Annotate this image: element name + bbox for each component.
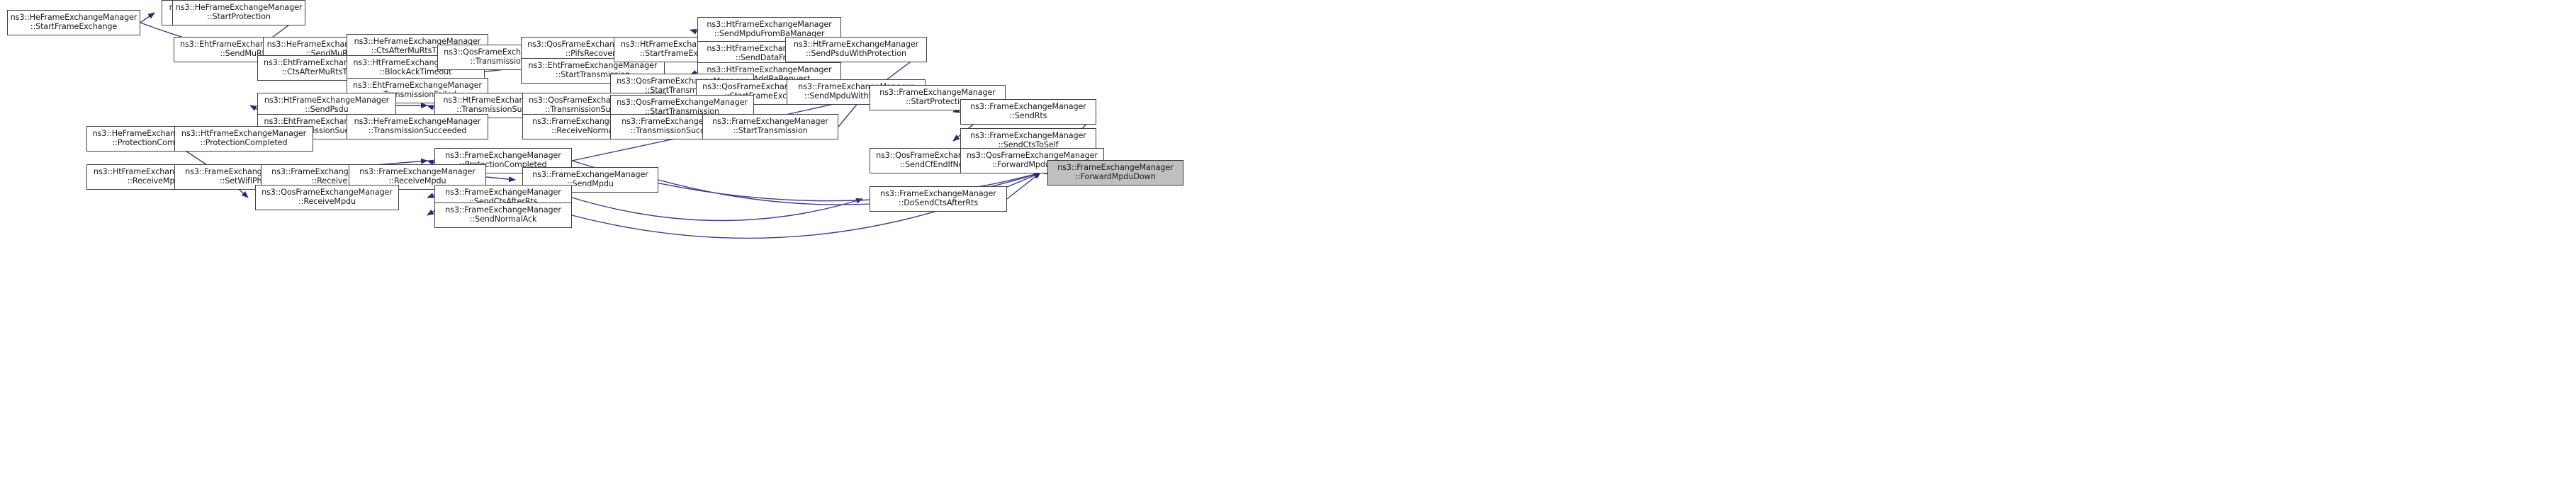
graph-node-label: ns3::FrameExchangeManager ::StartProtect… (879, 88, 996, 106)
graph-node[interactable]: ns3::HtFrameExchangeManager ::SendPsduWi… (785, 37, 927, 62)
graph-node-label: ns3::QosFrameExchangeManager ::StartTran… (617, 98, 748, 116)
graph-node-label: ns3::FrameExchangeManager ::ReceiveMpdu (359, 167, 476, 186)
graph-node-label: ns3::FrameExchangeManager ::DoSendCtsAft… (880, 189, 996, 207)
graph-node[interactable]: ns3::HeFrameExchangeManager ::StartProte… (172, 0, 305, 25)
graph-node-label: ns3::HtFrameExchangeManager ::Protection… (181, 129, 307, 147)
graph-node-label: ns3::HeFrameExchangeManager ::StartProte… (175, 3, 303, 21)
graph-node-label: ns3::HeFrameExchangeManager ::StartFrame… (10, 13, 137, 31)
graph-node-label: ns3::HeFrameExchangeManager ::Transmissi… (354, 117, 481, 135)
graph-node[interactable]: ns3::FrameExchangeManager ::SendRts (960, 99, 1096, 125)
graph-node-label: ns3::HtFrameExchangeManager ::SendPsduWi… (793, 40, 919, 58)
graph-node[interactable]: ns3::HeFrameExchangeManager ::Transmissi… (347, 114, 488, 139)
graph-node[interactable]: ns3::QosFrameExchangeManager ::ReceiveMp… (255, 185, 399, 210)
graph-node-label: ns3::FrameExchangeManager ::SendRts (970, 102, 1086, 120)
graph-node[interactable]: ns3::FrameExchangeManager ::StartTransmi… (702, 114, 838, 139)
graph-node-label: ns3::FrameExchangeManager ::SendNormalAc… (445, 205, 561, 224)
graph-node-label: ns3::FrameExchangeManager ::ForwardMpduD… (1057, 163, 1174, 181)
graph-node[interactable]: ns3::FrameExchangeManager ::ForwardMpduD… (1047, 160, 1183, 186)
graph-node-label: ns3::HtFrameExchangeManager ::SendMpduFr… (707, 20, 832, 38)
graph-node[interactable]: ns3::HeFrameExchangeManager ::StartFrame… (7, 10, 140, 35)
graph-node-label: ns3::HtFrameExchangeManager ::SendPsdu (264, 96, 390, 114)
graph-node-label: ns3::FrameExchangeManager ::StartTransmi… (712, 117, 828, 135)
graph-node-label: ns3::FrameExchangeManager ::SendMpdu (532, 170, 648, 188)
graph-node[interactable]: ns3::FrameExchangeManager ::SendNormalAc… (434, 202, 572, 228)
graph-node[interactable]: ns3::HtFrameExchangeManager ::Protection… (174, 126, 313, 152)
graph-node-label: ns3::FrameExchangeManager ::SendCtsToSel… (970, 131, 1086, 149)
graph-node-label: ns3::QosFrameExchangeManager ::ReceiveMp… (261, 188, 393, 206)
graph-node[interactable]: ns3::FrameExchangeManager ::SendMpdu (522, 167, 658, 193)
graph-node[interactable]: ns3::FrameExchangeManager ::DoSendCtsAft… (870, 186, 1007, 212)
